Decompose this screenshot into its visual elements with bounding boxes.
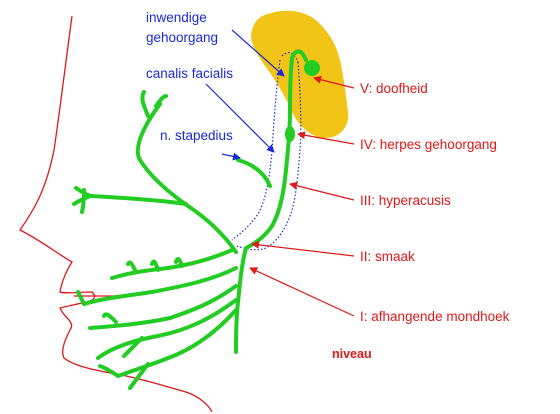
nerve-mandibular-branch (90, 286, 236, 328)
facial-nerve (74, 51, 306, 388)
label-level-i: I: afhangende mondhoek (360, 309, 510, 324)
arrow-stapedius (222, 154, 240, 158)
nerve-stapedius-branch (238, 160, 270, 186)
arrow-level-iii (290, 184, 354, 200)
label-level-iv: IV: herpes gehoorgang (360, 137, 497, 152)
label-n-stapedius: n. stapedius (160, 128, 233, 143)
nerve-upper-branch (138, 104, 236, 252)
geniculate-ganglion (285, 126, 295, 142)
nerve-upper-twig-1 (142, 92, 148, 116)
nerve-zygomatic-twig-1 (128, 262, 136, 272)
label-niveau: niveau (332, 347, 372, 361)
label-level-v: V: doofheid (360, 81, 428, 96)
label-inwendige-line2: gehoorgang (146, 30, 218, 45)
label-inwendige-line1: inwendige (146, 10, 207, 25)
label-canalis-facialis: canalis facialis (146, 66, 233, 81)
nerve-nucleus-dot (304, 60, 320, 76)
arrow-level-ii (252, 244, 354, 256)
arrow-level-i (250, 268, 354, 316)
nerve-temporal-twig-3 (82, 190, 84, 212)
nerve-mandibular-twig-1 (104, 314, 116, 322)
label-level-ii: II: smaak (360, 249, 415, 264)
label-level-iii: III: hyperacusis (360, 193, 451, 208)
nerve-temporal-branch (90, 196, 186, 204)
petrous-region (251, 11, 348, 138)
nerve-buccal-twig (78, 292, 84, 304)
